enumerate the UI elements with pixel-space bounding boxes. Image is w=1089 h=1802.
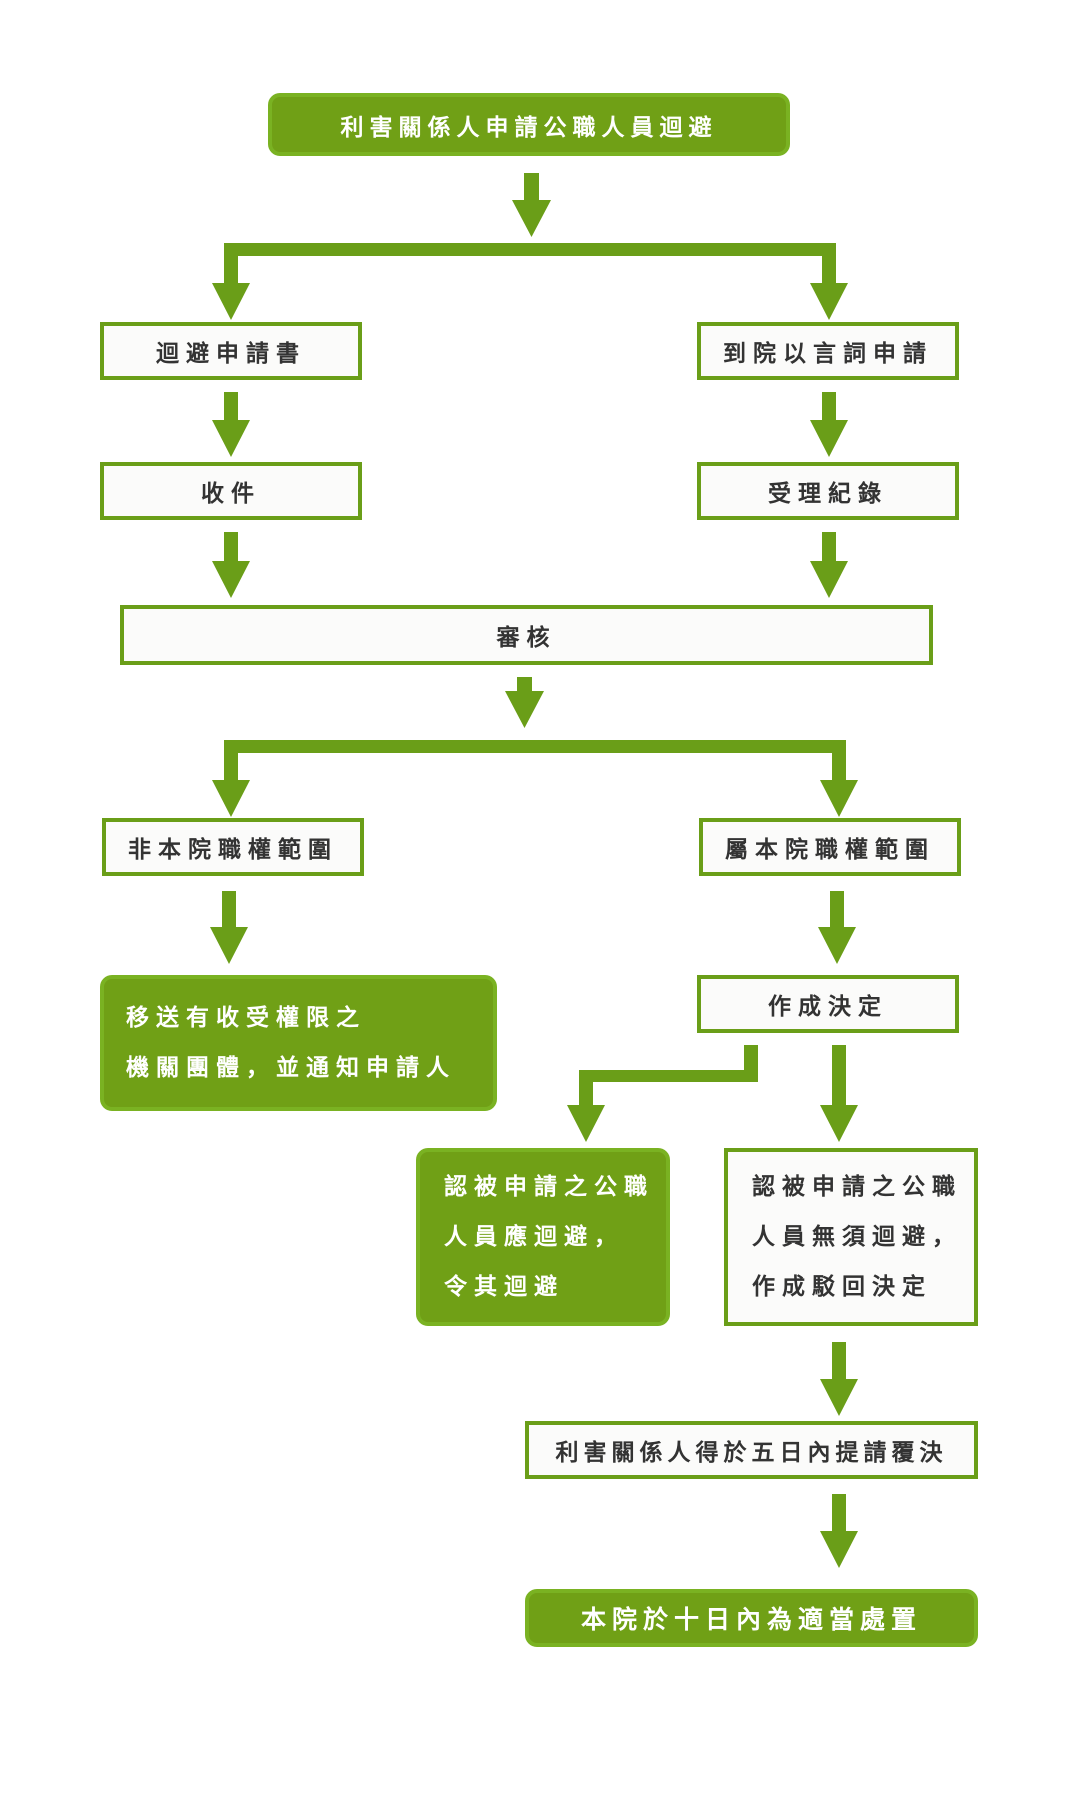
arrow-to-recuse [567, 1105, 605, 1142]
recuse-line-2: 人員應迴避， [444, 1224, 624, 1250]
arrow-to-right-apply [810, 283, 848, 320]
node-review: 審核 [120, 605, 933, 665]
reject-line-3: 作成駁回決定 [752, 1274, 932, 1300]
node-reject: 認被申請之公職 人員無須迴避， 作成駁回決定 [724, 1148, 978, 1326]
arrow-not-jurisdiction-down [210, 891, 248, 964]
arrow-appeal-down [820, 1494, 858, 1568]
arrow-to-jurisdiction [820, 780, 858, 817]
arrow-right-apply-down [810, 392, 848, 457]
arrow-left-receive-down [212, 532, 250, 598]
recuse-line-1: 認被申請之公職 [444, 1174, 654, 1200]
arrow-to-not-jurisdiction [212, 780, 250, 817]
arrow-left-apply-down [212, 392, 250, 457]
arrow-to-left-apply [212, 283, 250, 320]
arrow-right-record-down [810, 532, 848, 598]
connector-bar-1 [224, 243, 836, 256]
transfer-line-1: 移送有收受權限之 [126, 1005, 366, 1031]
node-start: 利害關係人申請公職人員迴避 [268, 93, 790, 156]
arrow-reject-down [820, 1342, 858, 1416]
node-jurisdiction: 屬本院職權範圍 [699, 818, 961, 876]
node-not-jurisdiction: 非本院職權範圍 [102, 818, 364, 876]
recuse-line-3: 令其迴避 [444, 1274, 564, 1300]
node-recuse: 認被申請之公職 人員應迴避， 令其迴避 [416, 1148, 670, 1326]
node-right-record: 受理紀錄 [697, 462, 959, 520]
node-left-receive: 收件 [100, 462, 362, 520]
reject-line-2: 人員無須迴避， [752, 1224, 962, 1250]
node-left-apply: 迴避申請書 [100, 322, 362, 380]
node-right-apply: 到院以言詞申請 [697, 322, 959, 380]
arrow-jurisdiction-down [818, 891, 856, 964]
node-final: 本院於十日內為適當處置 [525, 1589, 978, 1647]
arrow-review-down [505, 677, 544, 728]
node-transfer: 移送有收受權限之 機關團體，並通知申請人 [100, 975, 497, 1111]
arrow-start-down [512, 173, 551, 237]
node-appeal: 利害關係人得於五日內提請覆決 [525, 1421, 978, 1479]
reject-line-1: 認被申請之公職 [752, 1174, 962, 1200]
connector-bar-2 [224, 740, 846, 753]
transfer-line-2: 機關團體，並通知申請人 [126, 1055, 456, 1081]
node-decision: 作成決定 [697, 975, 959, 1033]
arrow-decision-down [820, 1045, 858, 1142]
